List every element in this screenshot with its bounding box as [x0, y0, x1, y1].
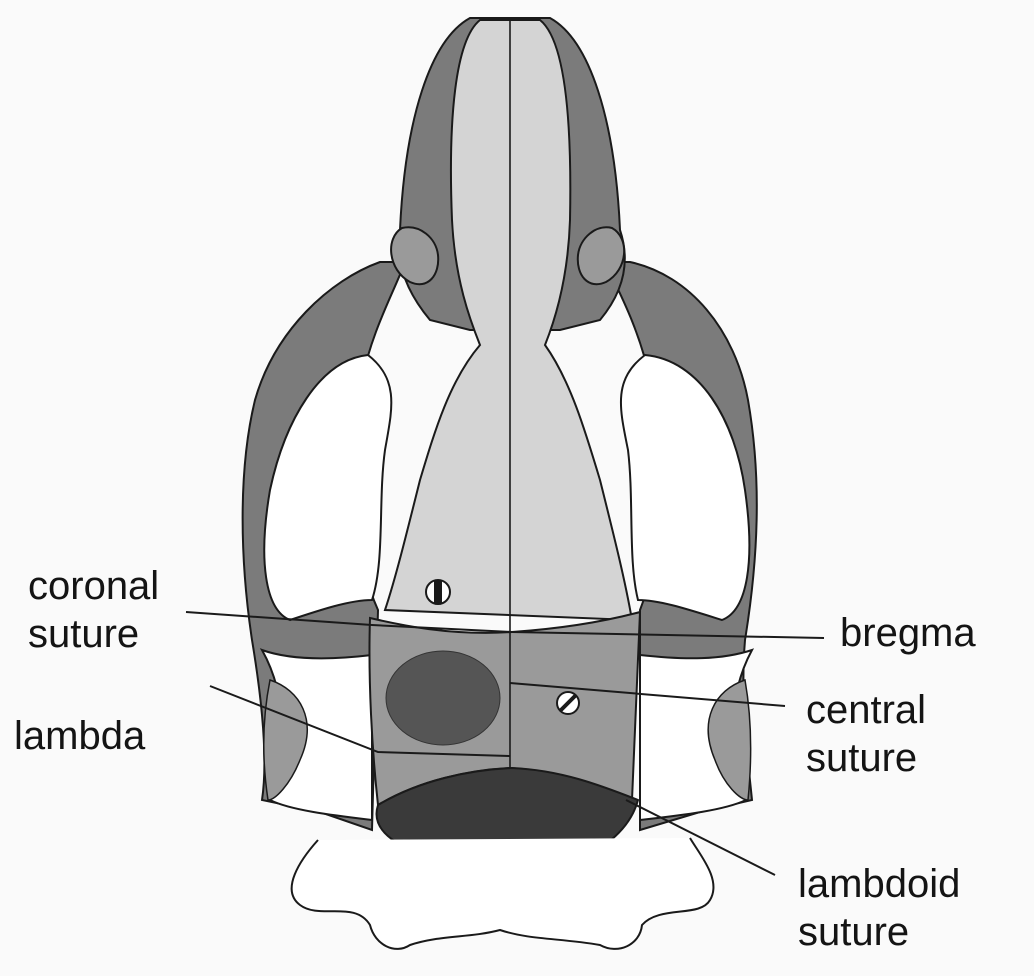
parietal-spot	[386, 651, 500, 745]
lambda-label: lambda	[14, 712, 145, 760]
occipital-outline	[292, 838, 714, 949]
central-suture-label: central suture	[806, 686, 926, 782]
coronal-label-line2: suture	[28, 610, 159, 658]
coronal-label-line1: coronal	[28, 562, 159, 610]
lambdoid-label-line2: suture	[798, 908, 960, 956]
bregma-label: bregma	[840, 609, 976, 657]
frontal-screw-marker	[426, 580, 450, 604]
lambdoid-label-line1: lambdoid	[798, 860, 960, 908]
coronal-suture-label: coronal suture	[28, 562, 159, 658]
central-label-line2: suture	[806, 734, 926, 782]
central-label-line1: central	[806, 686, 926, 734]
lambdoid-suture-label: lambdoid suture	[798, 860, 960, 956]
parietal-screw-marker	[557, 692, 579, 714]
